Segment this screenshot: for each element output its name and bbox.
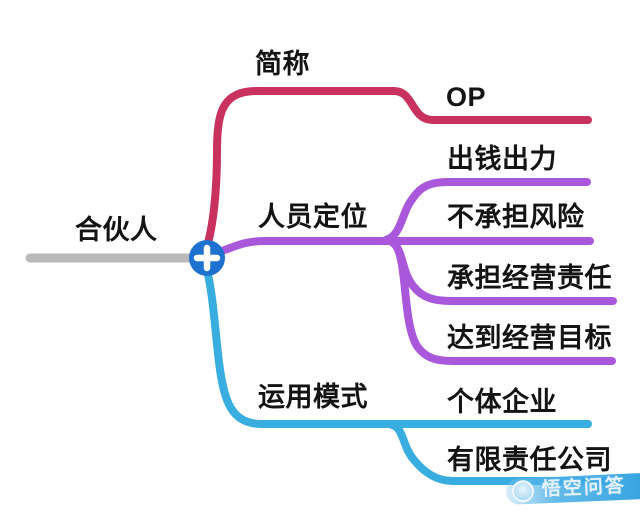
child-label-achieve-operation-goals[interactable]: 达到经营目标: [447, 323, 612, 353]
center-plus-node[interactable]: [189, 240, 225, 276]
child-label-bear-operation-responsibility[interactable]: 承担经营责任: [447, 263, 612, 293]
branch-label-short-name[interactable]: 简称: [255, 49, 310, 79]
watermark-text: 悟空问答: [541, 475, 627, 501]
child-label-contribute-money-effort[interactable]: 出钱出力: [447, 144, 557, 174]
plus-icon: [193, 244, 221, 272]
child-line-contribute-money-effort: [382, 178, 591, 244]
child-line-limited-liability-company: [388, 421, 618, 485]
root-node-label[interactable]: 合伙人: [75, 215, 158, 245]
child-label-limited-liability-company[interactable]: 有限责任公司: [447, 445, 612, 475]
child-label-individual-enterprise[interactable]: 个体企业: [447, 387, 557, 417]
child-label-op[interactable]: OP: [446, 82, 487, 112]
child-line-achieve-operation-goals: [390, 239, 616, 365]
branch-line-operation-mode: [202, 262, 592, 428]
branch-label-operation-mode[interactable]: 运用模式: [258, 382, 368, 412]
branch-line-personnel-positioning: [214, 237, 594, 256]
child-label-no-risk-bearing[interactable]: 不承担风险: [447, 202, 585, 232]
branch-line-short-name: [202, 87, 592, 254]
watermark: 悟空问答: [505, 467, 640, 511]
branch-label-personnel-positioning[interactable]: 人员定位: [258, 202, 368, 232]
